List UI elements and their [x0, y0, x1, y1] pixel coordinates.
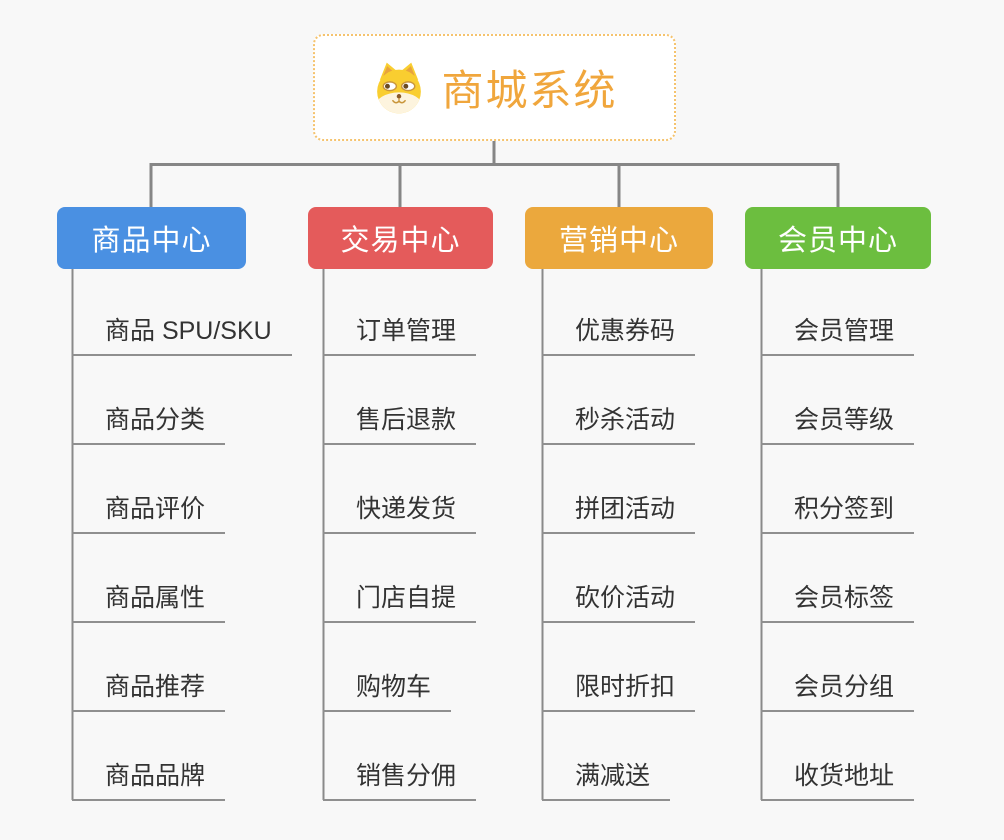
leaf-node[interactable]: 商品分类	[72, 405, 226, 445]
leaf-node[interactable]: 商品 SPU/SKU	[72, 316, 292, 356]
leaf-node[interactable]: 订单管理	[323, 316, 477, 356]
branch-node-products[interactable]: 商品中心	[57, 207, 246, 269]
root-node[interactable]: 商城系统	[313, 34, 676, 141]
leaf-node[interactable]: 拼团活动	[542, 494, 696, 534]
leaf-node[interactable]: 售后退款	[323, 405, 477, 445]
root-title: 商城系统	[441, 67, 618, 114]
branch-label: 商品中心	[91, 225, 212, 257]
leaf-node[interactable]: 会员分组	[761, 672, 915, 712]
leaf-node[interactable]: 商品属性	[72, 583, 226, 623]
leaf-node[interactable]: 商品评价	[72, 494, 226, 534]
branch-label: 会员中心	[777, 225, 898, 257]
doge-icon	[377, 62, 422, 113]
leaf-node[interactable]: 商品推荐	[72, 672, 226, 712]
leaf-node[interactable]: 砍价活动	[542, 583, 696, 623]
leaf-node[interactable]: 销售分佣	[323, 761, 477, 801]
leaf-node[interactable]: 会员标签	[761, 583, 915, 623]
branch-node-members[interactable]: 会员中心	[745, 207, 931, 269]
leaf-node[interactable]: 快递发货	[323, 494, 477, 534]
branch-node-trade[interactable]: 交易中心	[308, 207, 493, 269]
leaf-node[interactable]: 会员管理	[761, 316, 915, 356]
leaf-node[interactable]: 优惠券码	[542, 316, 696, 356]
leaf-node[interactable]: 满减送	[542, 761, 671, 801]
leaf-node[interactable]: 商品品牌	[72, 761, 226, 801]
leaf-node[interactable]: 收货地址	[761, 761, 915, 801]
branch-label: 营销中心	[558, 225, 679, 257]
leaf-node[interactable]: 秒杀活动	[542, 405, 696, 445]
branch-node-marketing[interactable]: 营销中心	[525, 207, 713, 269]
branch-label: 交易中心	[340, 225, 461, 257]
leaf-node[interactable]: 限时折扣	[542, 672, 696, 712]
leaf-node[interactable]: 会员等级	[761, 405, 915, 445]
leaf-node[interactable]: 积分签到	[761, 494, 915, 534]
leaf-node[interactable]: 购物车	[323, 672, 452, 712]
leaf-node[interactable]: 门店自提	[323, 583, 477, 623]
